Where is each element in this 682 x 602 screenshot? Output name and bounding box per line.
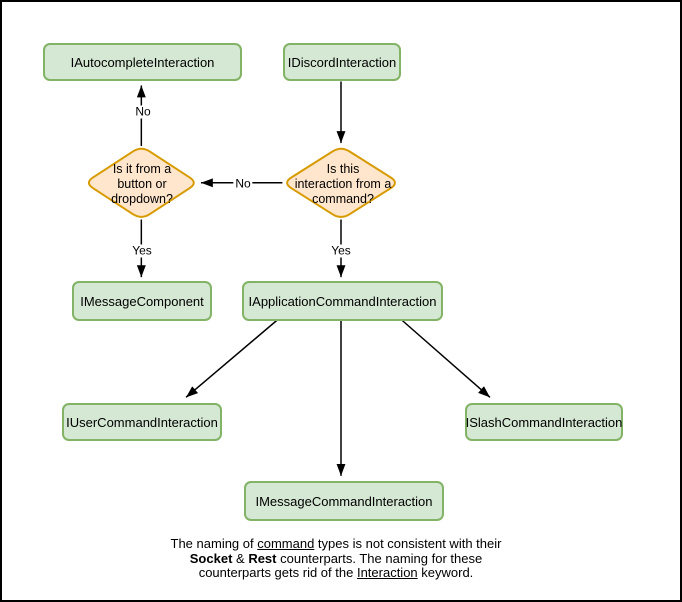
decision-line: Is it from a (112, 161, 172, 176)
node-label: IUserCommandInteraction (66, 414, 218, 430)
decision-line: dropdown? (111, 191, 173, 206)
decision-diamond-from-command (286, 147, 396, 218)
arrow-to-user-command (185, 319, 278, 398)
node-discord-interaction: IDiscordInteraction (283, 43, 401, 81)
node-label: ISlashCommandInteraction (465, 414, 623, 430)
decision-line: interaction from a (294, 176, 392, 191)
node-application-command-interaction: IApplicationCommandInteraction (242, 281, 443, 321)
decision-text-from-command: Is this interaction from a command? (286, 150, 400, 218)
edge-label-no-up: No (133, 104, 153, 119)
decision-line: button or (117, 176, 167, 191)
edge-label-no-left: No (233, 176, 253, 191)
decision-line: command? (312, 191, 374, 206)
edge-label-yes-left: Yes (130, 243, 154, 258)
node-label: IMessageComponent (80, 293, 204, 309)
node-message-component: IMessageComponent (72, 281, 212, 321)
arrow-to-slash-command (401, 319, 491, 398)
decision-diamond-button-or-dropdown (87, 147, 195, 218)
note-line-3: counterparts gets rid of the Interaction… (198, 565, 474, 580)
node-slash-command-interaction: ISlashCommandInteraction (465, 403, 623, 441)
node-message-command-interaction: IMessageCommandInteraction (244, 481, 444, 521)
node-label: IAutocompleteInteraction (70, 54, 215, 70)
note-line-1: The naming of command types is not consi… (170, 536, 502, 551)
note-line-2: Socket & Rest counterparts. The naming f… (189, 550, 483, 566)
note-text: The naming of command types is not consi… (136, 536, 536, 581)
node-label: IApplicationCommandInteraction (248, 293, 437, 309)
node-autocomplete-interaction: IAutocompleteInteraction (43, 43, 242, 81)
node-user-command-interaction: IUserCommandInteraction (62, 403, 222, 441)
edge-label-yes-right: Yes (329, 243, 353, 258)
node-label: IMessageCommandInteraction (255, 493, 433, 509)
decision-text-button-or-dropdown: Is it from a button or dropdown? (90, 150, 194, 218)
decision-line: Is this (326, 161, 360, 176)
node-label: IDiscordInteraction (287, 54, 397, 70)
